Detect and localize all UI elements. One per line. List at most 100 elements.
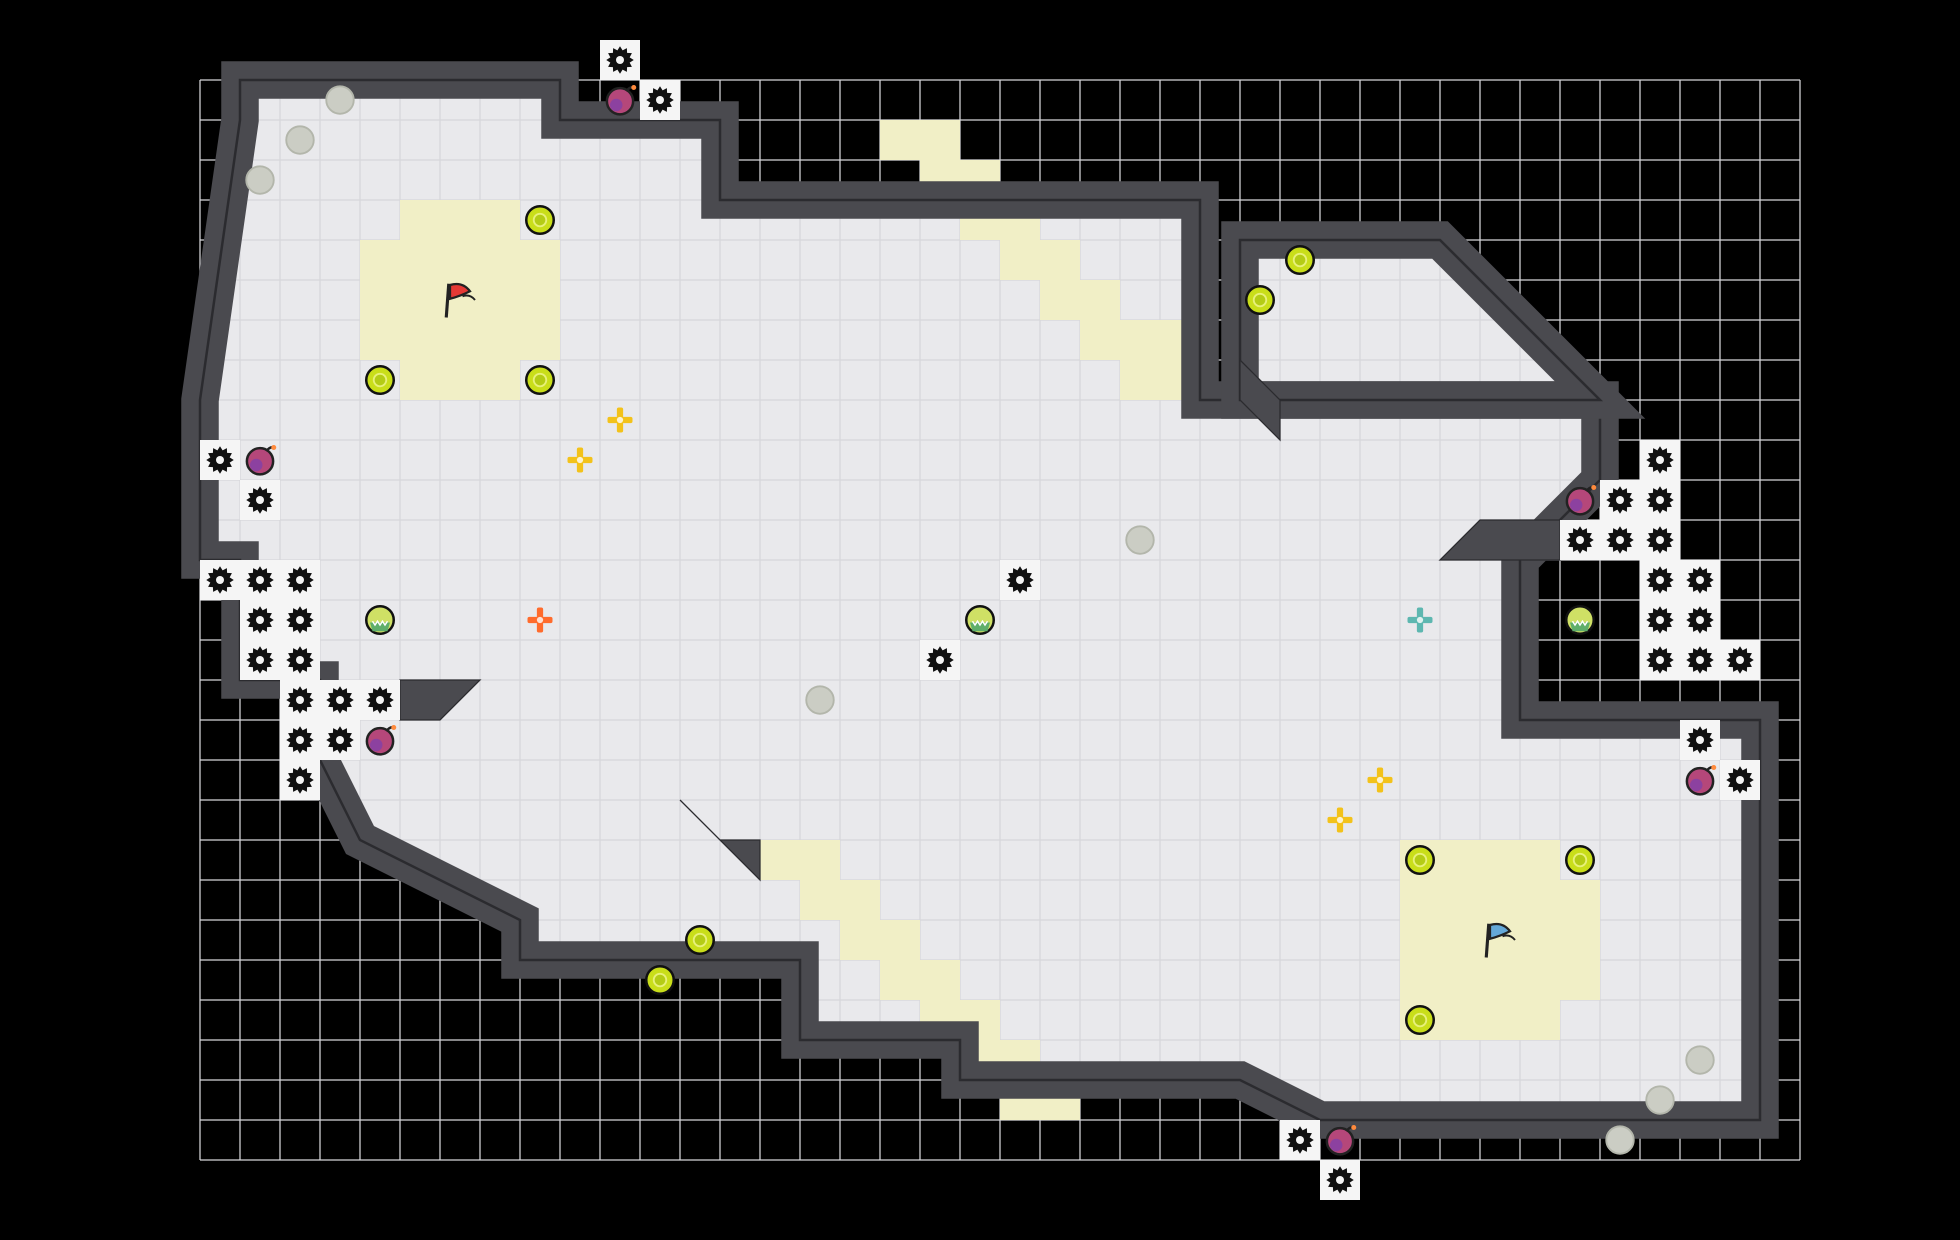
gear-icon — [926, 646, 954, 674]
flag-tail — [462, 294, 476, 301]
gear-hub — [1736, 776, 1745, 784]
gear-icon — [606, 46, 634, 74]
bomb-shade — [1570, 498, 1583, 512]
base-zone-tile — [1000, 240, 1080, 280]
empty-slot-icon — [1605, 1125, 1635, 1155]
gear-icon — [1646, 606, 1674, 634]
pellet-icon — [1405, 1005, 1435, 1035]
empty-slot-icon — [325, 85, 355, 115]
gear-icon — [1326, 1166, 1354, 1194]
gear-hub — [256, 616, 264, 624]
plus-center — [576, 456, 584, 464]
pellet-icon — [1285, 245, 1315, 275]
bomb-spark — [1591, 485, 1597, 490]
bomb-shade — [250, 458, 263, 472]
gear-icon — [326, 686, 354, 714]
red-flag-icon — [444, 282, 476, 318]
gear-hub — [296, 696, 304, 704]
boost-icon — [1565, 605, 1595, 635]
gear-hub — [216, 576, 224, 584]
empty-slot-icon — [805, 685, 835, 715]
plus-center — [536, 616, 544, 624]
gear-icon — [246, 646, 274, 674]
base-zone-tile — [1440, 840, 1560, 880]
gear-hub — [1696, 736, 1705, 744]
boost-icon — [365, 605, 395, 635]
empty-slot-icon — [245, 165, 275, 195]
arena-items — [200, 40, 1760, 1200]
pellet-icon — [645, 965, 675, 995]
gear-hub — [256, 576, 264, 584]
gear-hub — [336, 696, 344, 704]
bomb-icon — [1685, 765, 1717, 796]
gear-hub — [1016, 576, 1024, 584]
plus-center — [1416, 616, 1424, 624]
flag-pole — [444, 283, 451, 318]
gear-hub — [376, 696, 384, 704]
pellet-icon — [1245, 285, 1275, 315]
bomb-shade — [370, 738, 383, 752]
base-zone-tile — [520, 240, 560, 360]
bomb-spark — [271, 445, 277, 450]
gear-icon — [286, 686, 314, 714]
gear-icon — [1606, 526, 1634, 554]
gear-hub — [256, 656, 264, 664]
empty-slot-icon — [285, 125, 315, 155]
gear-hub — [1736, 656, 1745, 664]
bomb-icon — [245, 445, 277, 476]
flag-pole — [1484, 923, 1491, 958]
bomb-spark — [631, 85, 637, 90]
gear-hub — [1656, 616, 1665, 624]
gear-hub — [296, 616, 304, 624]
bomb-icon — [1565, 485, 1597, 516]
bomb-icon — [1325, 1125, 1357, 1156]
gear-hub — [1296, 1136, 1305, 1144]
plus-center — [1376, 776, 1384, 784]
gear-hub — [296, 736, 304, 744]
empty-slot-icon — [1685, 1045, 1715, 1075]
pellet-icon — [365, 365, 395, 395]
team-flags — [444, 282, 1516, 958]
bomb-shade — [1330, 1138, 1343, 1152]
gear-icon — [1606, 486, 1634, 514]
base-zone-tile — [360, 240, 400, 360]
plus-marker-icon — [567, 447, 593, 473]
gear-hub — [936, 656, 944, 664]
gear-icon — [286, 566, 314, 594]
gear-icon — [1566, 526, 1594, 554]
base-zone-tile — [1560, 880, 1600, 1000]
gear-icon — [1686, 606, 1714, 634]
gear-hub — [216, 456, 224, 464]
gear-icon — [286, 606, 314, 634]
gear-icon — [1006, 566, 1034, 594]
pellet-icon — [525, 365, 555, 395]
gear-icon — [1726, 646, 1754, 674]
gear-icon — [1686, 726, 1714, 754]
base-zone-tile — [1040, 280, 1120, 320]
gear-hub — [1696, 576, 1705, 584]
pellet-icon — [525, 205, 555, 235]
gear-icon — [366, 686, 394, 714]
empty-slot-icon — [1125, 525, 1155, 555]
gear-hub — [1656, 576, 1665, 584]
gear-hub — [1656, 496, 1665, 504]
gear-hub — [1656, 536, 1665, 544]
gear-hub — [296, 776, 304, 784]
boost-wave — [971, 619, 989, 627]
gear-hub — [1336, 1176, 1345, 1184]
gear-hub — [616, 56, 624, 64]
pellet-icon — [685, 925, 715, 955]
pellet-core — [1412, 1012, 1428, 1028]
flag-cloth — [1488, 922, 1512, 941]
gear-hub — [336, 736, 344, 744]
base-zone-tile — [800, 880, 880, 920]
pellet-core — [1572, 852, 1588, 868]
bomb-spark — [1711, 765, 1717, 770]
base-zone-tile — [1080, 320, 1200, 360]
bomb-icon — [605, 85, 637, 116]
gear-hub — [256, 496, 264, 504]
gear-icon — [206, 446, 234, 474]
blue-flag-icon — [1484, 922, 1516, 958]
base-zone-tile — [880, 120, 960, 160]
